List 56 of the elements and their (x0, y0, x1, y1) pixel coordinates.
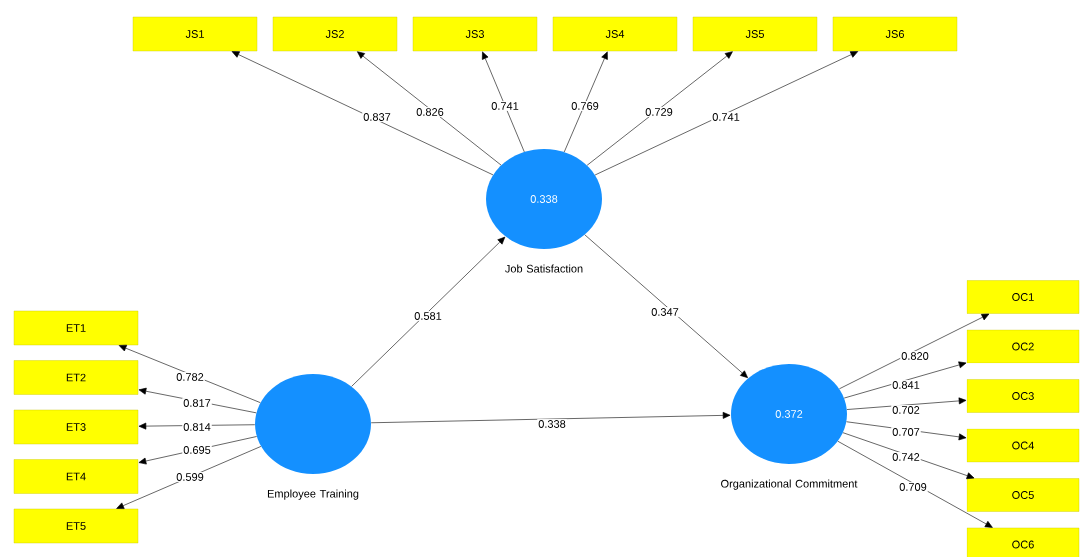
arrow (584, 234, 748, 378)
edge-label: 0.729 (644, 107, 674, 117)
arrow (842, 432, 975, 480)
arrow (116, 446, 262, 509)
edge-label: 0.741 (711, 112, 741, 122)
edge-label: 0.826 (415, 107, 445, 117)
indicator-box: JS1 (132, 16, 258, 52)
edge-label: 0.709 (898, 482, 928, 492)
arrow (594, 51, 859, 176)
edge-label: 0.347 (650, 307, 680, 317)
edge-label: 0.837 (362, 112, 392, 122)
edge-label: 0.817 (182, 398, 212, 408)
indicator-box: JS6 (832, 16, 958, 52)
indicator-box: OC5 (966, 478, 1080, 512)
construct-name: Organizational Commitment (721, 479, 858, 490)
indicator-box: ET3 (13, 409, 139, 445)
indicator-box: OC3 (966, 379, 1080, 413)
arrow (351, 236, 506, 387)
construct-name: Employee Training (267, 489, 359, 500)
arrow (357, 51, 502, 166)
edge-label: 0.820 (900, 351, 930, 361)
edge-label: 0.338 (537, 419, 567, 429)
edge-label: 0.782 (175, 372, 205, 382)
edge-label: 0.702 (891, 405, 921, 415)
arrow (837, 440, 993, 528)
indicator-box: OC2 (966, 329, 1080, 364)
arrow (482, 51, 525, 153)
indicator-box: JS2 (272, 16, 398, 52)
edge-label: 0.742 (891, 452, 921, 462)
indicator-box: ET1 (13, 310, 139, 346)
indicator-box: JS4 (552, 16, 678, 52)
arrow (843, 361, 967, 399)
indicator-box: ET5 (13, 508, 139, 544)
edge-label: 0.599 (175, 472, 205, 482)
edge-label: 0.707 (891, 427, 921, 437)
arrow (586, 51, 733, 166)
indicator-box: ET2 (13, 360, 139, 395)
arrow (118, 344, 261, 403)
construct-name: Job Satisfaction (505, 264, 583, 273)
edge-label: 0.814 (182, 422, 212, 432)
edge-label: 0.769 (570, 101, 600, 111)
arrow (563, 51, 608, 153)
edge-label: 0.581 (413, 311, 443, 321)
arrow (846, 397, 967, 410)
indicator-box: ET4 (13, 459, 139, 494)
arrow (231, 51, 494, 176)
edge-label: 0.741 (490, 101, 520, 111)
indicator-box: OC4 (966, 428, 1080, 463)
edge-label: 0.841 (891, 380, 921, 390)
indicator-box: OC1 (966, 280, 1080, 314)
indicator-box: JS5 (692, 16, 818, 52)
arrow (370, 411, 731, 424)
edge-label: 0.695 (182, 445, 212, 455)
indicator-box: JS3 (412, 16, 538, 52)
indicator-box: OC6 (966, 527, 1080, 557)
arrow (839, 313, 990, 390)
